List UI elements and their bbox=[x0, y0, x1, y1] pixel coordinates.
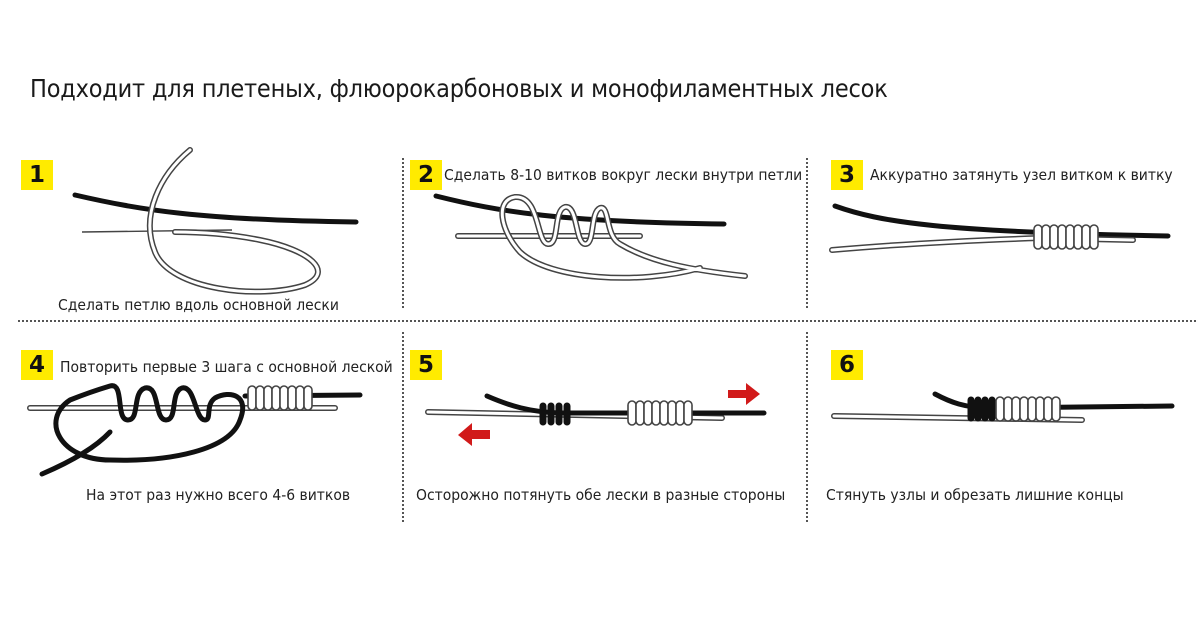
page-title: Подходит для плетеных, флюорокарбоновых … bbox=[30, 74, 888, 103]
step-caption: Стянуть узлы и обрезать лишние концы bbox=[826, 486, 1124, 504]
step-subcaption: На этот раз нужно всего 4-6 витков bbox=[86, 486, 351, 504]
wrapped-coils bbox=[247, 385, 313, 411]
step-number-badge: 5 bbox=[410, 350, 442, 380]
step-1-illustration bbox=[72, 147, 359, 295]
step-caption: Аккуратно затянуть узел витком к витку bbox=[870, 166, 1173, 184]
row-divider bbox=[18, 320, 1196, 322]
step-number-badge: 2 bbox=[410, 160, 442, 190]
step-6-illustration bbox=[831, 391, 1175, 423]
column-divider bbox=[806, 158, 808, 308]
column-divider bbox=[402, 158, 404, 308]
leader-line bbox=[830, 236, 1135, 252]
step-5-illustration bbox=[425, 383, 767, 446]
wrapped-coils bbox=[627, 400, 693, 426]
step-3-illustration bbox=[829, 203, 1171, 253]
arrow-right-icon bbox=[728, 383, 760, 405]
main-line bbox=[433, 193, 727, 227]
step-number-badge: 6 bbox=[831, 350, 863, 380]
step-caption: Сделать петлю вдоль основной лески bbox=[58, 296, 339, 314]
main-line bbox=[72, 192, 359, 225]
wrapped-coils bbox=[1033, 224, 1099, 250]
step-number-badge: 3 bbox=[831, 160, 863, 190]
leader-loop bbox=[148, 148, 320, 294]
step-caption: Повторить первые 3 шага с основной леско… bbox=[60, 358, 393, 376]
wrapped-coils bbox=[995, 396, 1061, 422]
column-divider bbox=[806, 332, 808, 522]
step-4-illustration bbox=[27, 383, 363, 477]
leader-wraps bbox=[500, 195, 747, 280]
step-number-badge: 4 bbox=[21, 350, 53, 380]
column-divider bbox=[402, 332, 404, 522]
black-coils bbox=[967, 396, 996, 422]
step-caption: Осторожно потянуть обе лески в разные ст… bbox=[416, 486, 786, 504]
step-number-badge: 1 bbox=[21, 160, 53, 190]
step-caption: Сделать 8-10 витков вокруг лески внутри … bbox=[444, 166, 803, 184]
main-line bbox=[832, 203, 1171, 239]
black-coils bbox=[539, 402, 571, 426]
main-line-loop bbox=[39, 383, 246, 477]
step-2-illustration bbox=[433, 193, 748, 281]
main-line bbox=[484, 393, 767, 416]
arrow-left-icon bbox=[458, 423, 490, 446]
